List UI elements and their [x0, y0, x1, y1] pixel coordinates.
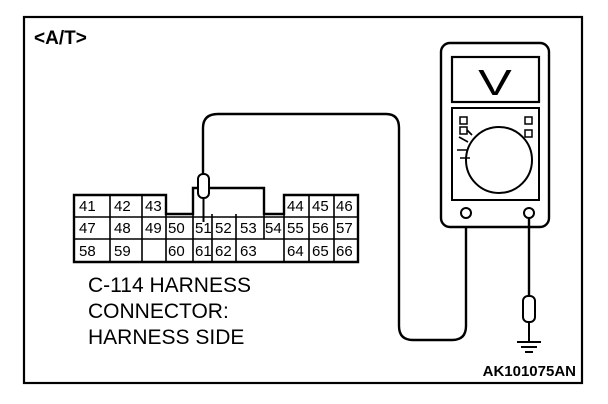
pin-label: 45	[312, 198, 329, 215]
pin-label: 66	[336, 243, 353, 260]
header-label: <A/T>	[34, 28, 87, 49]
meter-button	[459, 126, 468, 135]
pin-label: 56	[312, 220, 329, 237]
pin-label: 54	[265, 220, 282, 237]
pin-label: 62	[215, 243, 232, 260]
volt-display-symbol: V	[478, 63, 513, 103]
probe-lead-wire	[201, 112, 468, 342]
multimeter: V	[439, 41, 551, 229]
ground-icon	[517, 341, 541, 353]
pin-label: 42	[114, 198, 131, 215]
meter-dial	[465, 126, 533, 194]
pin-label: 49	[145, 220, 162, 237]
pin-label: 64	[287, 243, 304, 260]
diagram-frame	[22, 15, 584, 385]
probe-body	[197, 173, 210, 199]
meter-jack-negative	[460, 207, 472, 219]
pin-label: 58	[79, 243, 96, 260]
pin-label: 41	[79, 198, 96, 215]
pin-label: 61	[195, 243, 212, 260]
meter-display	[450, 55, 541, 104]
connector-caption-line: CONNECTOR:	[88, 300, 229, 323]
pin-label: 57	[336, 220, 353, 237]
ground-probe-body	[522, 295, 536, 323]
pin-label: 46	[336, 198, 353, 215]
test-probe	[197, 173, 210, 222]
figure-code: AK101075AN	[483, 363, 576, 380]
pin-label: 47	[79, 220, 96, 237]
connector-column-dividers	[109, 195, 335, 262]
pin-label: 63	[240, 243, 257, 260]
pin-label: 52	[215, 220, 232, 237]
pin-label: 65	[312, 243, 329, 260]
meter-button	[524, 116, 533, 125]
pin-label: 55	[287, 220, 304, 237]
connector-row-dividers	[74, 216, 358, 240]
pin-label: 60	[168, 243, 185, 260]
meter-dial-ticks	[457, 127, 473, 159]
meter-button	[524, 129, 533, 138]
pin-label: 50	[168, 220, 185, 237]
pin-label: 48	[114, 220, 131, 237]
pin-label: 53	[240, 220, 257, 237]
harness-connector: 41 42 43 44 45 46 47 48 49 50 51 52 53 5…	[72, 186, 360, 264]
pin-label: 44	[287, 198, 304, 215]
pin-label: 43	[145, 198, 162, 215]
connector-caption-line: HARNESS SIDE	[88, 326, 244, 349]
connector-caption-line: C-114 HARNESS	[88, 274, 251, 297]
meter-jack-positive	[523, 207, 535, 219]
pin-label: 51	[195, 220, 212, 237]
meter-button	[459, 116, 468, 125]
pin-label: 59	[114, 243, 131, 260]
